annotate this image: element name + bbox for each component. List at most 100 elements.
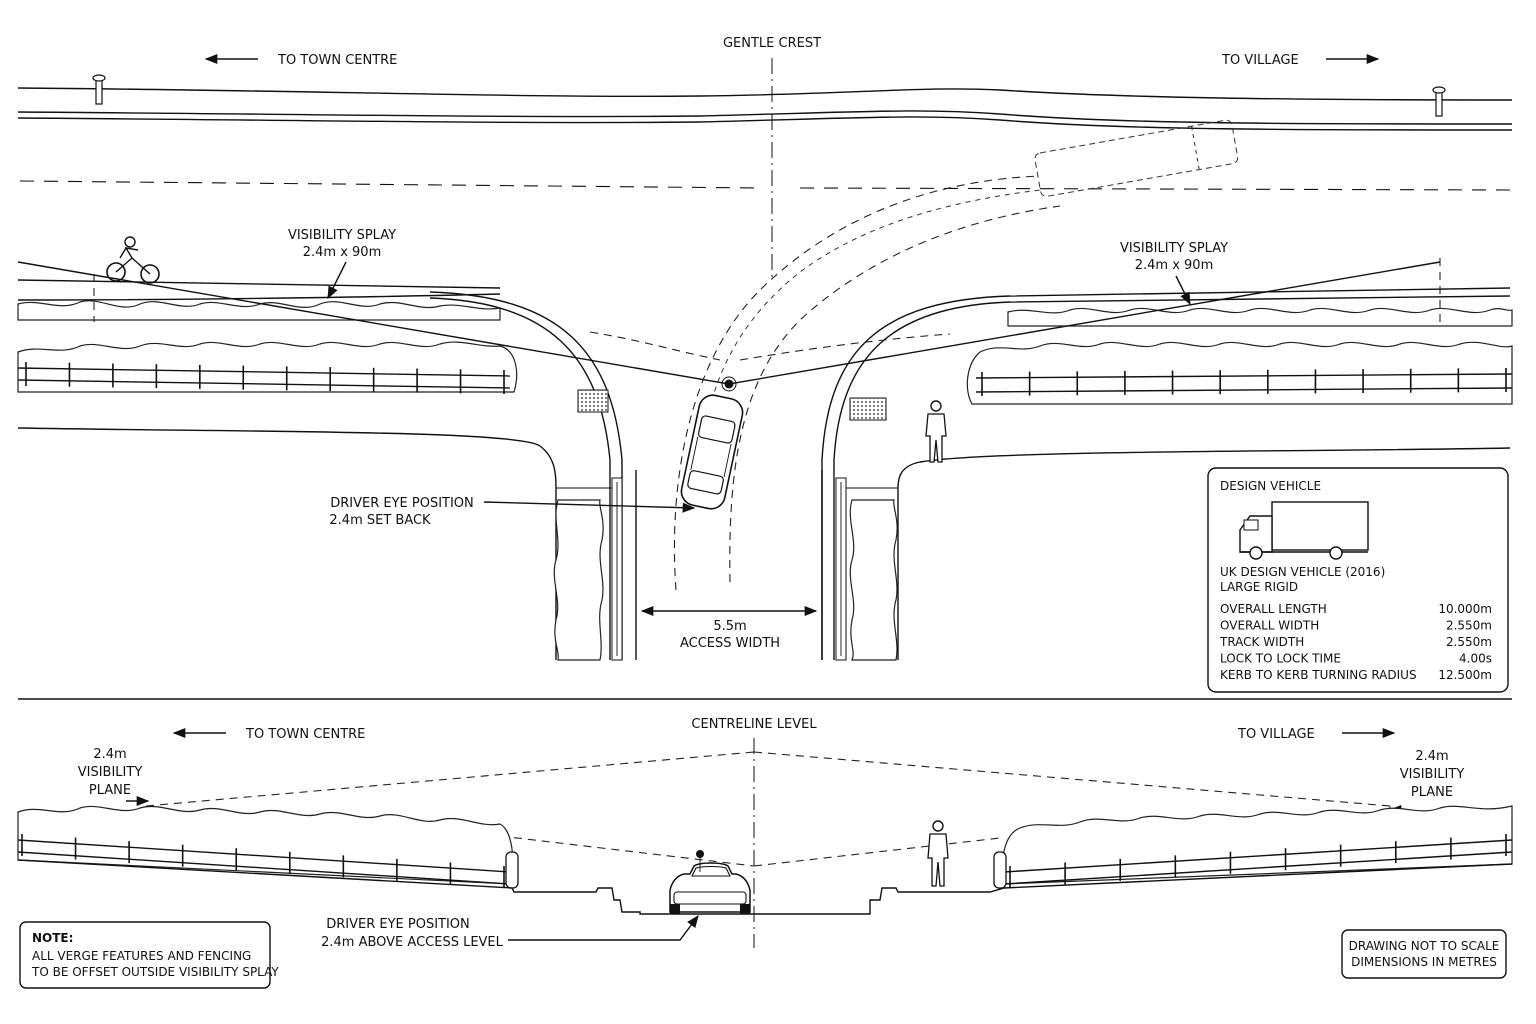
visibility-plane-lower-left bbox=[499, 835, 755, 867]
svg-text:2.4m x 90m: 2.4m x 90m bbox=[1135, 258, 1214, 273]
section-fence-right bbox=[1003, 834, 1513, 888]
lorry-icon bbox=[1239, 501, 1369, 560]
access-hedge-right bbox=[849, 499, 898, 661]
disclaimer-line-1: DRAWING NOT TO SCALE bbox=[1349, 939, 1500, 953]
visibility-plane-upper-left bbox=[145, 751, 755, 807]
plan-driver-eye-ring bbox=[721, 376, 737, 392]
section-car bbox=[669, 862, 751, 914]
far-bollard-left bbox=[92, 74, 106, 105]
pedestrian-icon-section bbox=[927, 820, 949, 887]
spec-label: TRACK WIDTH bbox=[1219, 635, 1304, 649]
note-line-1: ALL VERGE FEATURES AND FENCING bbox=[32, 949, 251, 963]
spec-label: LOCK TO LOCK TIME bbox=[1220, 652, 1341, 666]
svg-text:PLANE: PLANE bbox=[1411, 785, 1453, 800]
plan-direction-left: TO TOWN CENTRE bbox=[204, 53, 397, 68]
plan-to-village-label: TO VILLAGE bbox=[1221, 53, 1299, 68]
access-width-dimension: 5.5m ACCESS WIDTH bbox=[640, 605, 818, 651]
disclaimer-line-2: DIMENSIONS IN METRES bbox=[1351, 955, 1497, 969]
design-vehicle-name: UK DESIGN VEHICLE (2016) bbox=[1220, 565, 1385, 579]
svg-text:VISIBILITY SPLAY: VISIBILITY SPLAY bbox=[1120, 241, 1228, 256]
near-verge-left-b bbox=[17, 293, 501, 301]
svg-text:ACCESS WIDTH: ACCESS WIDTH bbox=[680, 636, 780, 651]
svg-text:2.4m ABOVE ACCESS LEVEL: 2.4m ABOVE ACCESS LEVEL bbox=[321, 935, 504, 950]
access-hedge-left bbox=[553, 499, 604, 661]
drainage-channel-left bbox=[611, 477, 623, 661]
section-ground-profile bbox=[17, 859, 1513, 915]
svg-text:2.4m: 2.4m bbox=[93, 747, 126, 762]
section-bollard-right bbox=[993, 851, 1007, 889]
plan-to-town-centre-label: TO TOWN CENTRE bbox=[277, 53, 397, 68]
splay-construction-left bbox=[589, 331, 721, 361]
spec-value: 4.00s bbox=[1459, 652, 1492, 666]
bellmouth-kerb-right-outer bbox=[821, 295, 1011, 660]
spec-label: OVERALL LENGTH bbox=[1220, 602, 1327, 616]
note-line-2: TO BE OFFSET OUTSIDE VISIBILITY SPLAY bbox=[31, 965, 279, 979]
svg-text:VISIBILITY: VISIBILITY bbox=[78, 765, 143, 780]
splay-label-right: VISIBILITY SPLAY 2.4m x 90m bbox=[1120, 241, 1228, 306]
section-fence-left bbox=[17, 834, 511, 888]
design-vehicle-panel: DESIGN VEHICLE UK DESIGN VEHICLE (2016) … bbox=[1207, 467, 1509, 693]
visibility-plane-upper-right bbox=[753, 751, 1391, 807]
disclaimer-box: DRAWING NOT TO SCALE DIMENSIONS IN METRE… bbox=[1341, 929, 1507, 979]
note-box: NOTE: ALL VERGE FEATURES AND FENCING TO … bbox=[19, 921, 279, 989]
fence-left bbox=[17, 362, 511, 394]
fence-right bbox=[975, 368, 1513, 396]
road-centreline-left bbox=[19, 180, 761, 189]
tactile-paving-right bbox=[849, 397, 887, 421]
tactile-paving-left bbox=[577, 389, 609, 413]
spec-value: 12.500m bbox=[1438, 668, 1492, 682]
plane-label-right: 2.4m VISIBILITY PLANE bbox=[1388, 749, 1465, 816]
far-kerb-line-1 bbox=[17, 110, 1513, 125]
section-bollard-left bbox=[505, 851, 519, 889]
svg-text:VISIBILITY: VISIBILITY bbox=[1400, 767, 1465, 782]
splay-label-left: VISIBILITY SPLAY 2.4m x 90m bbox=[288, 228, 396, 300]
note-title: NOTE: bbox=[32, 931, 73, 945]
plan-car bbox=[680, 394, 744, 510]
near-verge-left-a bbox=[17, 279, 501, 289]
svg-text:2.4m: 2.4m bbox=[1415, 749, 1448, 764]
hedge-right bbox=[966, 341, 1513, 405]
visibility-splay-line-left bbox=[17, 261, 730, 385]
spec-label: KERB TO KERB TURNING RADIUS bbox=[1220, 668, 1417, 682]
svg-text:2.4m SET BACK: 2.4m SET BACK bbox=[329, 513, 431, 528]
plane-label-left: 2.4m VISIBILITY PLANE bbox=[78, 747, 150, 807]
road-centreline-right bbox=[799, 187, 1511, 191]
near-verge-right-a bbox=[1009, 287, 1511, 297]
svg-text:PLANE: PLANE bbox=[89, 783, 131, 798]
far-kerb-line-2 bbox=[17, 116, 1513, 131]
centreline-level-label: CENTRELINE LEVEL bbox=[691, 717, 817, 732]
section-driver-eye-marker bbox=[696, 850, 704, 858]
drainage-channel-right bbox=[835, 477, 847, 661]
spec-value: 2.550m bbox=[1446, 635, 1492, 649]
visibility-plane-lower-right bbox=[753, 837, 1001, 867]
spec-value: 2.550m bbox=[1446, 619, 1492, 633]
plan-view: TO TOWN CENTRE TO VILLAGE GENTLE CREST bbox=[17, 36, 1513, 661]
design-lorry-ghost bbox=[1034, 119, 1239, 197]
bellmouth-kerb-left-inner bbox=[429, 297, 611, 660]
driver-eye-label-section: DRIVER EYE POSITION 2.4m ABOVE ACCESS LE… bbox=[321, 914, 699, 950]
section-direction-left: TO TOWN CENTRE bbox=[172, 727, 365, 742]
swept-path-outer bbox=[673, 175, 1041, 591]
spec-value: 10.000m bbox=[1438, 602, 1492, 616]
design-vehicle-type: LARGE RIGID bbox=[1220, 580, 1298, 594]
section-view: TO TOWN CENTRE TO VILLAGE CENTRELINE LEV… bbox=[17, 717, 1513, 950]
driver-eye-label-plan: DRIVER EYE POSITION 2.4m SET BACK bbox=[329, 496, 696, 528]
verge-hedge-right-top bbox=[1007, 307, 1513, 327]
section-to-town-centre-label: TO TOWN CENTRE bbox=[245, 727, 365, 742]
near-verge-right-b bbox=[1009, 295, 1511, 303]
svg-text:VISIBILITY SPLAY: VISIBILITY SPLAY bbox=[288, 228, 396, 243]
cyclist-icon bbox=[106, 236, 160, 284]
section-direction-right: TO VILLAGE bbox=[1237, 727, 1396, 742]
swept-path-inner bbox=[729, 205, 1061, 583]
access-footway-right bbox=[897, 447, 1511, 660]
svg-text:2.4m x 90m: 2.4m x 90m bbox=[303, 245, 382, 260]
bellmouth-kerb-left-outer bbox=[429, 291, 623, 660]
svg-text:DRIVER EYE POSITION: DRIVER EYE POSITION bbox=[330, 496, 474, 511]
plan-driver-eye-marker bbox=[724, 379, 734, 389]
spec-label: OVERALL WIDTH bbox=[1220, 619, 1319, 633]
plan-direction-right: TO VILLAGE bbox=[1221, 53, 1380, 68]
bellmouth-kerb-right-inner bbox=[833, 301, 1011, 660]
svg-text:5.5m: 5.5m bbox=[713, 619, 746, 634]
